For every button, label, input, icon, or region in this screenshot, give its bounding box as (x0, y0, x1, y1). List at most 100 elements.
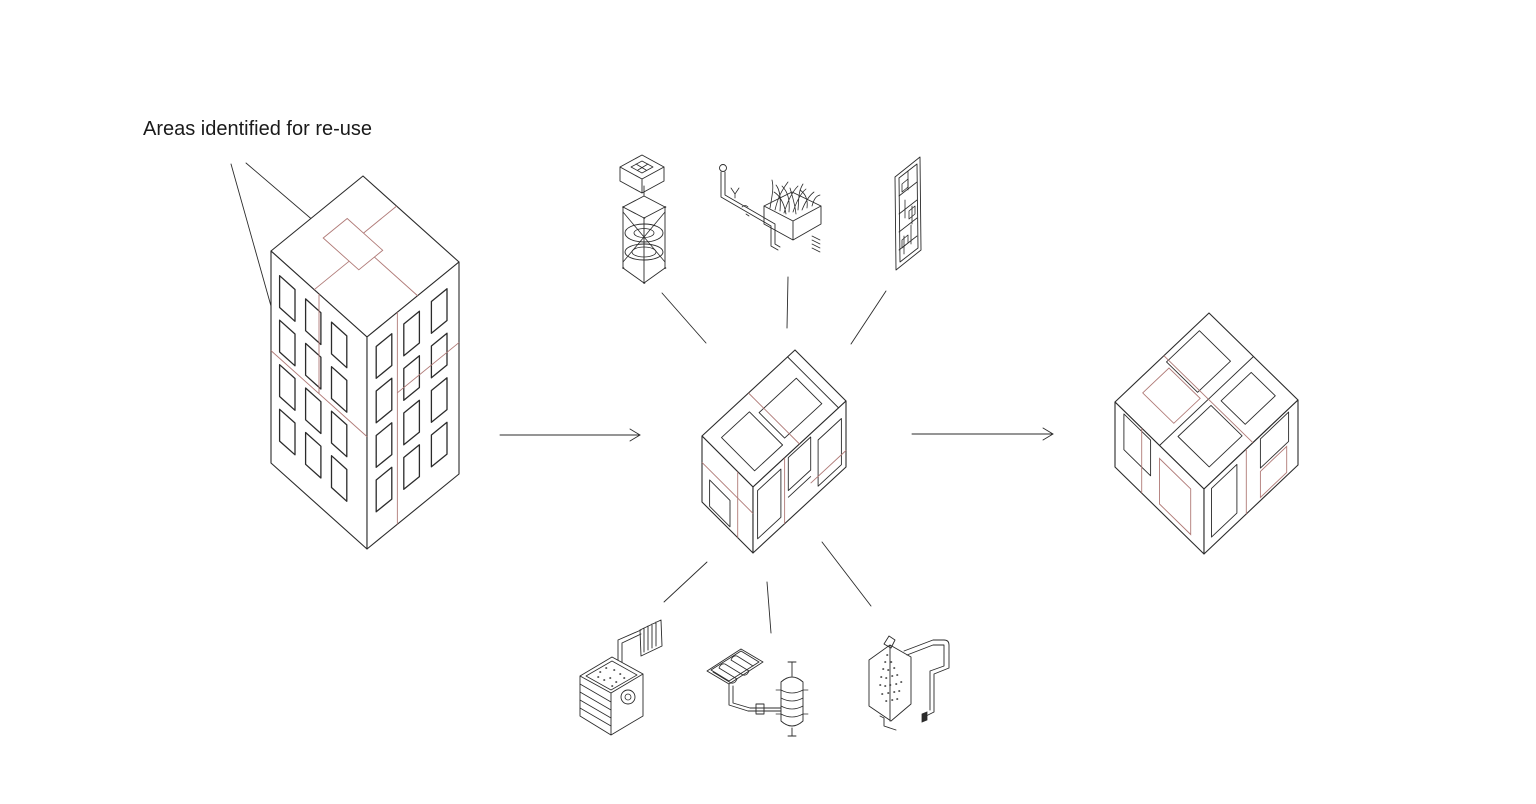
connector-line (663, 561, 708, 603)
panel-outline (1220, 371, 1276, 425)
planter-box (763, 191, 822, 241)
window (330, 455, 348, 502)
reuse-area-outline (1142, 367, 1201, 424)
window (304, 298, 322, 346)
storage-unit-stripes (579, 683, 612, 727)
connector-lines (661, 276, 887, 634)
heater-pipe (728, 683, 782, 712)
leader-line (245, 162, 323, 229)
reuse-area-boundary (748, 392, 800, 445)
arrow-right (911, 427, 1054, 441)
filter-ring (624, 243, 664, 261)
panel-outline (817, 418, 842, 487)
connector-line (821, 541, 872, 607)
filter-ring-inner (631, 246, 657, 258)
panel-outline (787, 436, 812, 492)
solar-heater-tank-icon (706, 648, 809, 737)
panel-outline (1211, 463, 1238, 538)
hopper-particles (879, 654, 903, 702)
facade-panel-cells (901, 178, 916, 249)
panel-outline (1177, 404, 1243, 468)
panel-seam (1159, 356, 1254, 446)
storage-unit-coil (639, 619, 663, 657)
planter-drain-coil (811, 235, 821, 253)
window (330, 321, 348, 369)
window (403, 444, 421, 490)
reuse-areas-label: Areas identified for re-use (143, 118, 372, 140)
reused-block-details (1123, 330, 1290, 538)
window (278, 275, 296, 322)
window (375, 466, 393, 513)
reuse-area-outline (322, 217, 384, 271)
reuse-area-boundary (1163, 355, 1254, 444)
storage-unit-icon (579, 619, 663, 736)
heater-panel (706, 648, 764, 685)
reuse-area-boundary (374, 256, 418, 297)
connector-line (850, 290, 887, 345)
window (375, 333, 393, 379)
hopper-body (868, 644, 912, 722)
storage-unit-top-inset (585, 660, 638, 691)
window (278, 319, 296, 367)
hopper-cap (883, 635, 896, 649)
storage-unit-valve (620, 689, 636, 705)
panel-outline (1166, 330, 1231, 393)
planter-pipe (720, 171, 781, 251)
arrow-head (1042, 427, 1054, 441)
center-module-details (701, 356, 847, 540)
filter-ring (624, 223, 664, 243)
reuse-area-boundary (701, 462, 754, 514)
filter-tower-cap-detail (630, 160, 654, 174)
storage-unit-fill-dots (597, 667, 626, 687)
window (278, 364, 296, 411)
panel-outline (758, 377, 823, 439)
storage-unit-valve-core (624, 693, 632, 701)
connector-line (786, 276, 789, 329)
planter-pipe-inlet (719, 164, 727, 172)
window (330, 366, 348, 413)
reuse-area-outline (1159, 457, 1192, 536)
planter-flow-marks (730, 187, 750, 217)
window (375, 422, 393, 468)
block-right-face (1203, 399, 1299, 555)
panel-outline (721, 411, 784, 472)
panel-seam (787, 476, 812, 498)
panel-outline (757, 468, 782, 540)
window (330, 410, 348, 458)
reused-block (1114, 312, 1299, 555)
hopper-pipe (903, 639, 950, 717)
connector-line (766, 581, 772, 634)
filter-tower-bracing (622, 211, 666, 263)
connector-line (661, 292, 707, 344)
window (304, 387, 322, 435)
window (430, 288, 448, 334)
window (278, 408, 296, 456)
heater-tank-coil (775, 689, 809, 718)
tall-building (270, 175, 460, 550)
panel-seam (787, 356, 840, 409)
window (304, 431, 322, 479)
heater-tank (780, 676, 804, 727)
hopper-base (879, 715, 897, 731)
arrow-head (629, 428, 641, 442)
window (430, 377, 448, 423)
tall-building-details (270, 205, 460, 525)
facade-panel-frame (894, 156, 922, 271)
heater-pipe-fitting (755, 703, 765, 715)
arrow-right (499, 428, 641, 442)
reuse-area-outline (1259, 445, 1288, 499)
storage-unit-pipe (617, 629, 642, 663)
reuse-area-boundary (810, 450, 847, 484)
window (375, 377, 393, 424)
filter-tower-frame (622, 185, 666, 284)
module-right-face (752, 400, 847, 554)
window (403, 399, 421, 446)
reuse-area-boundary (397, 342, 460, 394)
facade-panel-icon (894, 156, 922, 271)
window (430, 421, 448, 468)
green-planter-icon (719, 164, 822, 253)
hopper-silo-icon (868, 635, 950, 731)
filter-tower-joints (622, 206, 667, 284)
window (430, 332, 448, 379)
panel-outline (1259, 411, 1290, 469)
